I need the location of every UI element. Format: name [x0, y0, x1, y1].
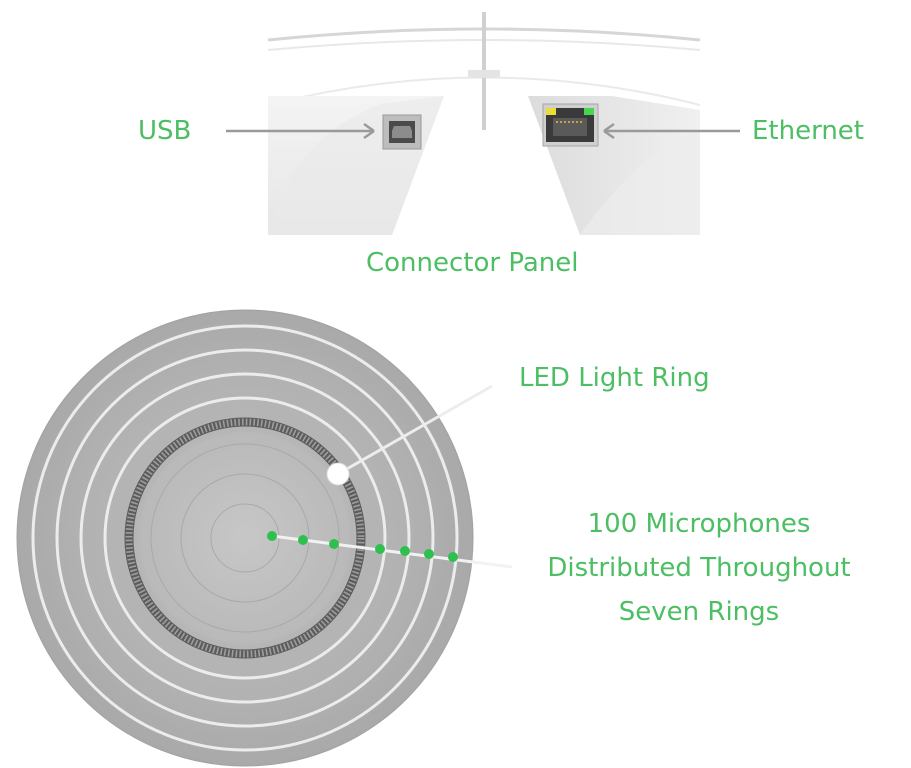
led-pointer-dot — [326, 462, 350, 486]
mic-dot — [267, 531, 277, 541]
mic-ring-3 — [150, 443, 340, 633]
usb-b-port-icon — [382, 114, 422, 150]
microphones-label-line-2: Distributed Throughout — [547, 553, 851, 583]
mic-dot — [329, 539, 339, 549]
microphone-array-disc — [16, 309, 474, 767]
usb-label: USB — [138, 116, 192, 146]
led-leader — [326, 384, 493, 486]
mic-dot — [424, 549, 434, 559]
microphones-label-line-1: 100 Microphones — [587, 509, 811, 539]
mic-dot — [298, 535, 308, 545]
microphones-label: 100 Microphones Distributed Throughout S… — [525, 502, 873, 634]
ethernet-recess-shade — [580, 130, 700, 235]
mic-ring-5 — [79, 372, 411, 704]
ethernet-arrow — [603, 122, 740, 140]
mic-ring-7 — [31, 324, 459, 752]
ethernet-label: Ethernet — [752, 116, 864, 146]
mic-dot — [375, 544, 385, 554]
microphone-leader — [267, 531, 513, 569]
led-ring-texture — [125, 418, 365, 658]
mic-dot — [400, 546, 410, 556]
connector-panel-photo — [267, 12, 701, 235]
divider-clip — [468, 70, 500, 78]
led-light-ring-label: LED Light Ring — [519, 363, 710, 393]
rj45-port-icon — [542, 103, 599, 147]
inner-disc — [139, 432, 351, 644]
microphones-label-line-3: Seven Rings — [618, 597, 780, 627]
mic-ring-4 — [103, 396, 387, 680]
mic-dot — [448, 552, 458, 562]
connector-panel-label: Connector Panel — [366, 248, 579, 278]
mic-ring-6 — [55, 348, 435, 728]
usb-arrow — [226, 122, 375, 140]
mic-ring-2 — [180, 473, 310, 603]
